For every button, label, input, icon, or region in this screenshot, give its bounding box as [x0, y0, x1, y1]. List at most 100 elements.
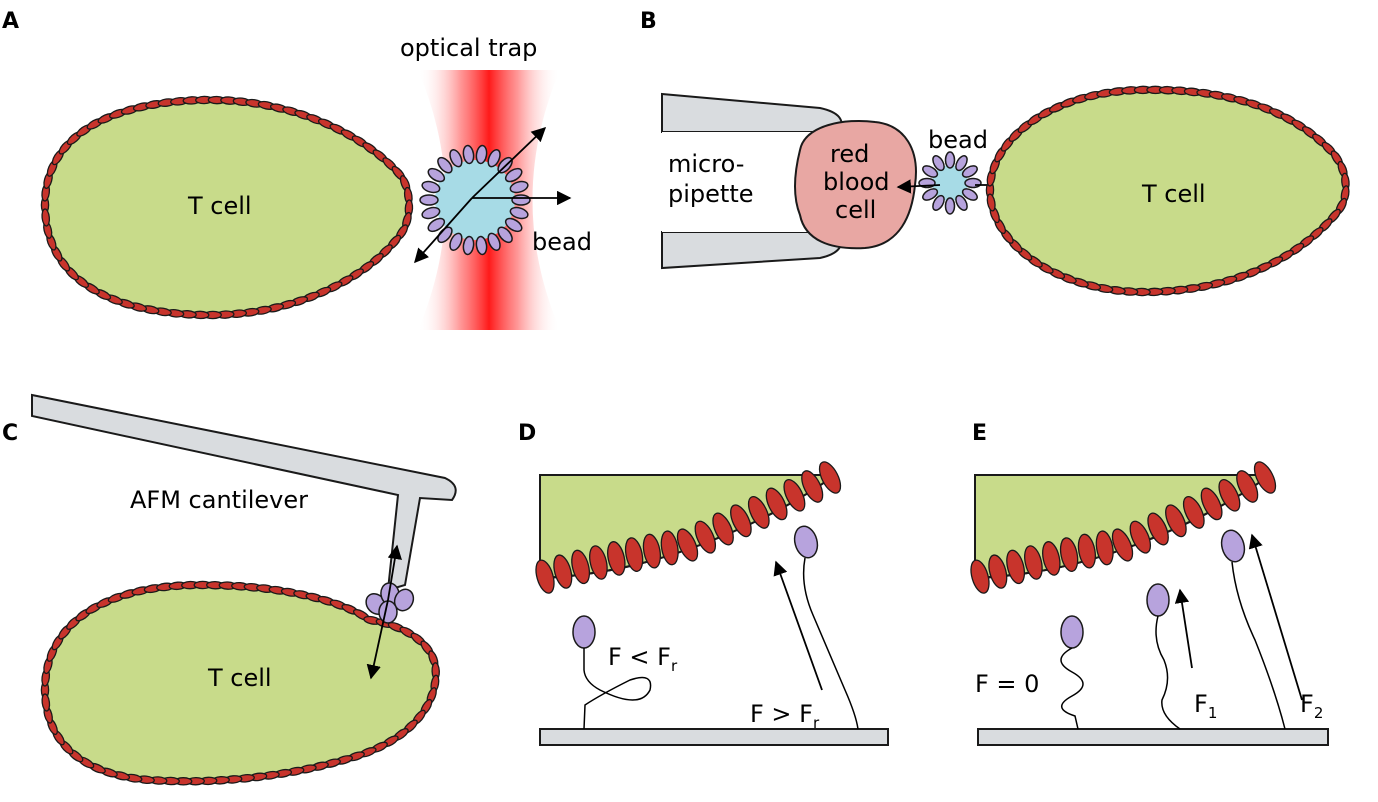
receptor — [1095, 530, 1114, 566]
receptor — [694, 520, 717, 554]
ligand — [462, 235, 475, 256]
receptor — [1253, 461, 1277, 494]
receptor — [535, 559, 555, 594]
receptor — [553, 554, 573, 589]
ligand — [922, 188, 939, 201]
t-cell-e-receptors — [970, 461, 1277, 594]
afm-ligand-4 — [378, 600, 398, 624]
ligand — [932, 194, 945, 211]
receptor — [986, 193, 996, 212]
receptor — [624, 537, 644, 572]
receptor — [1236, 470, 1259, 503]
panel-e: E F = 0 F1 F2 — [970, 421, 1329, 746]
tether-d-coiled — [583, 648, 652, 730]
panel-e-letter: E — [972, 421, 987, 446]
surface-e — [977, 728, 1329, 746]
optical-trap-label: optical trap — [400, 34, 537, 62]
bead-a — [435, 160, 515, 240]
ligand — [449, 232, 463, 251]
receptor — [1218, 478, 1241, 512]
ligand — [427, 167, 446, 183]
ligand — [487, 149, 501, 168]
red-blood-cell — [794, 119, 917, 250]
receptor — [1129, 520, 1152, 554]
ligand — [497, 226, 513, 244]
tether-d-stretched — [802, 557, 859, 730]
ligand — [437, 156, 453, 174]
force2-label: F2 — [1300, 690, 1323, 722]
tether-e-zero — [1060, 647, 1084, 730]
panel-b-letter: B — [640, 9, 657, 34]
arrow-b-left — [896, 179, 941, 194]
panel-c: C AFM cantilever T cell — [2, 393, 457, 786]
ligand — [509, 206, 529, 220]
ligand — [475, 235, 488, 256]
receptor — [41, 693, 51, 712]
ligand — [944, 151, 956, 169]
arrow-d — [773, 560, 823, 691]
arrow-a-up — [471, 127, 547, 199]
ligand — [419, 194, 439, 206]
panel-b: B micro- pipette red blood cell bead T c… — [640, 9, 1350, 297]
force-zero-label: F = 0 — [975, 670, 1039, 698]
arrow-e-1 — [1174, 588, 1193, 669]
receptor — [783, 478, 806, 512]
receptor — [970, 559, 990, 594]
receptor — [765, 487, 788, 521]
receptor — [1182, 496, 1205, 529]
t-cell-d-receptors — [535, 461, 842, 594]
micropipette-label-2: pipette — [668, 180, 754, 208]
t-cell-b-receptors — [985, 85, 1350, 297]
force-high-label: F > Fr — [750, 700, 820, 732]
receptor — [1165, 504, 1187, 538]
receptor — [747, 496, 770, 529]
tether-e-1 — [1155, 615, 1181, 730]
surface-d — [539, 728, 889, 746]
force1-label: F1 — [1194, 690, 1217, 722]
panel-a-letter: A — [2, 9, 19, 34]
ligand — [487, 232, 501, 251]
afm-ligand-3 — [393, 588, 415, 612]
panel-d-letter: D — [518, 421, 536, 446]
ligand — [955, 155, 968, 172]
ligand — [922, 165, 939, 178]
arrow-a-down — [414, 197, 473, 264]
t-cell-c-receptors — [40, 580, 440, 786]
ligand — [475, 144, 488, 165]
bead-a-label: bead — [532, 228, 592, 256]
receptor — [1111, 528, 1134, 562]
rbc-label-3: cell — [835, 196, 876, 224]
rbc-label-2: blood — [823, 168, 890, 196]
bead-a-ligands — [419, 144, 531, 256]
ligand — [504, 167, 523, 183]
ligand-d-bound — [572, 615, 596, 649]
panel-a: A optical trap T cell bead — [2, 9, 592, 330]
receptor — [660, 530, 679, 566]
arrow-c-down — [366, 599, 389, 680]
panel-d: D F < Fr F > Fr — [518, 421, 889, 746]
arrow-c-up — [387, 544, 402, 601]
tether-e-2 — [1231, 561, 1286, 730]
ligand-e-zero — [1060, 615, 1084, 649]
ligand — [932, 155, 945, 172]
receptor — [41, 208, 51, 227]
ligand-d-stretched — [793, 525, 819, 559]
micropipette-label-1: micro- — [668, 150, 744, 178]
receptor — [1059, 537, 1079, 572]
receptor — [571, 549, 591, 585]
ligand — [511, 194, 531, 206]
receptor — [730, 504, 752, 538]
ligand — [944, 197, 956, 215]
afm-cantilever-label: AFM cantilever — [130, 486, 308, 514]
ligand — [961, 165, 978, 178]
ligand-e-2 — [1220, 529, 1246, 563]
receptor — [712, 512, 734, 546]
bead-b — [932, 165, 968, 201]
ligand — [427, 217, 446, 233]
rbc-label-1: red — [830, 140, 869, 168]
ligand — [955, 194, 968, 211]
bead-b-label: bead — [928, 126, 988, 154]
receptor — [676, 528, 699, 562]
receptor — [1042, 541, 1061, 576]
